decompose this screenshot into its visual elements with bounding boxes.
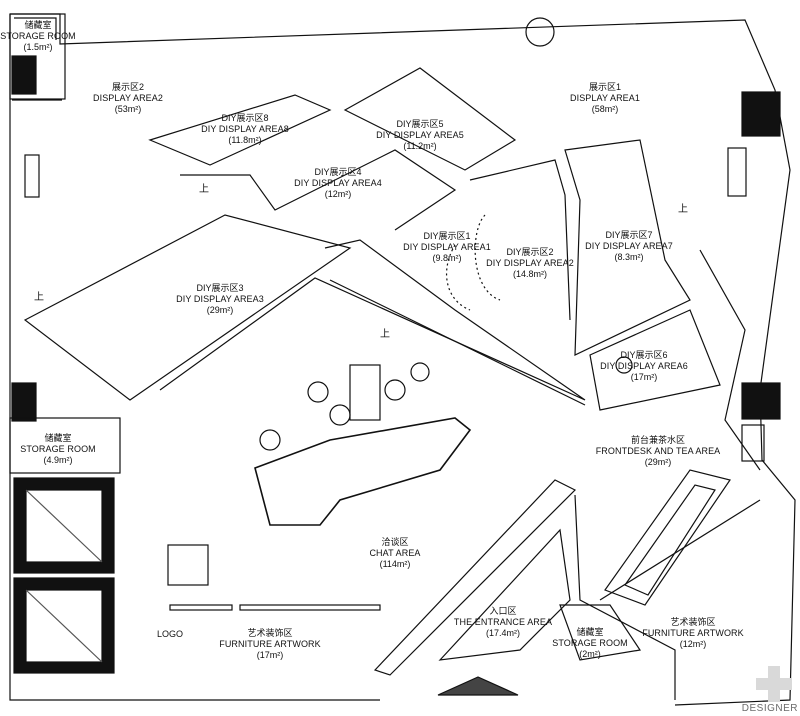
diy-area-3-outline	[23, 214, 352, 401]
watermark-cross-icon	[756, 666, 792, 702]
round-table	[307, 381, 329, 403]
round-table	[384, 379, 406, 401]
central-partition	[159, 239, 586, 401]
diy-area-1-2-wall	[469, 159, 571, 321]
diy-area-5-outline	[343, 67, 517, 171]
round-table	[525, 17, 555, 47]
diy-area-4-wall	[180, 149, 457, 231]
up-marker: 上	[34, 292, 44, 303]
diy-area-8-outline	[148, 94, 332, 166]
up-marker: 上	[199, 184, 209, 195]
logo-wall	[169, 604, 233, 611]
up-marker: 上	[678, 204, 688, 215]
storage-room-top-left-outline	[9, 13, 66, 100]
entrance-wedge	[373, 479, 577, 676]
column	[741, 382, 781, 420]
column	[11, 382, 37, 422]
frontdesk-counter	[604, 469, 731, 606]
column	[11, 55, 37, 95]
round-table	[329, 404, 351, 426]
up-marker: 上	[380, 329, 390, 340]
column	[741, 91, 781, 137]
exterior-wall	[9, 13, 796, 706]
artwork-rail	[239, 604, 381, 611]
round-table	[259, 429, 281, 451]
storage-room-left-outline	[9, 417, 121, 474]
round-table	[410, 362, 430, 382]
round-table	[615, 356, 633, 374]
entrance-arrow	[437, 676, 519, 696]
logo-label: LOGO	[157, 629, 184, 639]
diy-area-7-outline	[564, 139, 691, 356]
storage-room-bottom-outline	[559, 604, 642, 661]
chat-table	[254, 417, 472, 526]
watermark: DESIGNER	[741, 703, 798, 714]
diy-area-6-outline	[589, 309, 721, 411]
